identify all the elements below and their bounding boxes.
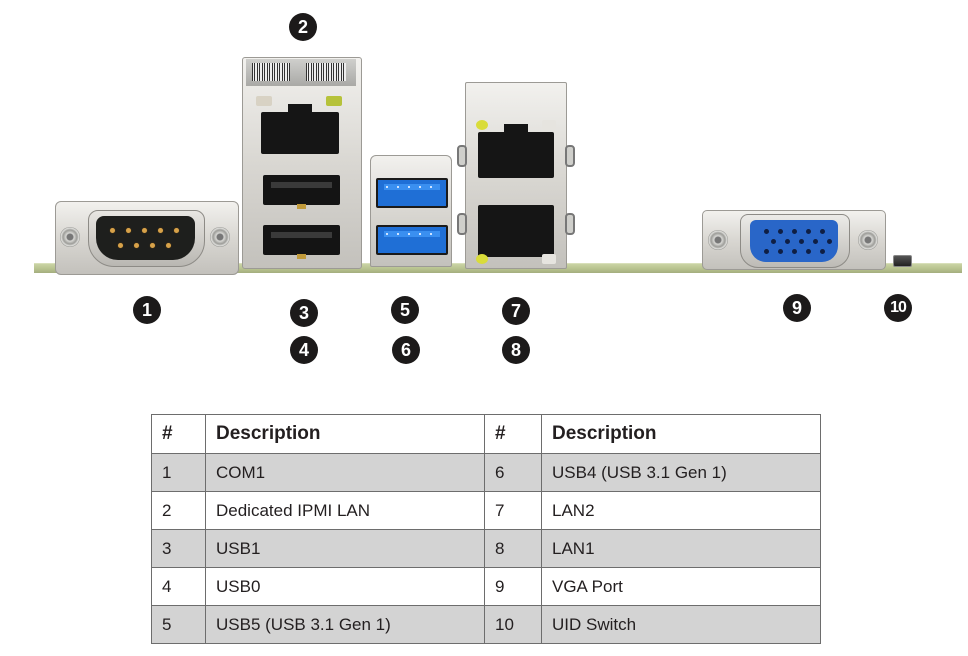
lan1-jack bbox=[478, 205, 554, 257]
barcode-icon bbox=[252, 63, 290, 81]
callout-2: 2 bbox=[289, 13, 317, 41]
callout-3: 3 bbox=[290, 299, 318, 327]
cell-number: 7 bbox=[484, 491, 542, 530]
table-row: 2 Dedicated IPMI LAN 7 LAN2 bbox=[151, 491, 821, 530]
table-row: 3 USB1 8 LAN1 bbox=[151, 529, 821, 568]
cell-number: 10 bbox=[484, 605, 542, 644]
cell-number: 1 bbox=[151, 453, 206, 492]
cell-description: USB4 (USB 3.1 Gen 1) bbox=[541, 453, 821, 492]
clip-icon bbox=[457, 145, 467, 167]
usb5-port bbox=[376, 178, 448, 208]
clip-icon bbox=[565, 213, 575, 235]
usb0-port bbox=[263, 225, 340, 259]
header-description: Description bbox=[205, 414, 485, 454]
callout-9: 9 bbox=[783, 294, 811, 322]
screw-icon bbox=[858, 230, 878, 250]
cell-number: 9 bbox=[484, 567, 542, 606]
table-row: 4 USB0 9 VGA Port bbox=[151, 567, 821, 606]
cell-description: COM1 bbox=[205, 453, 485, 492]
cell-description: LAN2 bbox=[541, 491, 821, 530]
com1-face bbox=[96, 216, 195, 260]
led-icon bbox=[542, 120, 556, 130]
header-number: # bbox=[484, 414, 542, 454]
led-icon bbox=[326, 96, 342, 106]
cell-description: Dedicated IPMI LAN bbox=[205, 491, 485, 530]
cell-description: LAN1 bbox=[541, 529, 821, 568]
callout-4: 4 bbox=[290, 336, 318, 364]
led-icon bbox=[256, 96, 272, 106]
cell-description: USB1 bbox=[205, 529, 485, 568]
usb1-port bbox=[263, 175, 340, 209]
cell-description: USB5 (USB 3.1 Gen 1) bbox=[205, 605, 485, 644]
ipmi-lan-jack bbox=[261, 104, 339, 154]
label-band bbox=[246, 59, 356, 86]
vga-face bbox=[750, 220, 838, 262]
barcode-icon bbox=[306, 63, 346, 81]
cell-description: VGA Port bbox=[541, 567, 821, 606]
led-icon bbox=[542, 254, 556, 264]
header-description: Description bbox=[541, 414, 821, 454]
port-description-table: # Description # Description 1 COM1 6 USB… bbox=[151, 414, 821, 644]
table-row: 5 USB5 (USB 3.1 Gen 1) 10 UID Switch bbox=[151, 605, 821, 644]
cell-number: 6 bbox=[484, 453, 542, 492]
table-row: 1 COM1 6 USB4 (USB 3.1 Gen 1) bbox=[151, 453, 821, 492]
cell-number: 2 bbox=[151, 491, 206, 530]
callout-7: 7 bbox=[502, 297, 530, 325]
clip-icon bbox=[457, 213, 467, 235]
table-header-row: # Description # Description bbox=[151, 414, 821, 454]
led-icon bbox=[476, 254, 488, 264]
cell-number: 8 bbox=[484, 529, 542, 568]
usb4-port bbox=[376, 225, 448, 255]
screw-icon bbox=[60, 227, 80, 247]
cell-number: 3 bbox=[151, 529, 206, 568]
callout-6: 6 bbox=[392, 336, 420, 364]
cell-number: 4 bbox=[151, 567, 206, 606]
callout-5: 5 bbox=[391, 296, 419, 324]
cell-description: USB0 bbox=[205, 567, 485, 606]
cell-number: 5 bbox=[151, 605, 206, 644]
clip-icon bbox=[565, 145, 575, 167]
uid-switch bbox=[893, 255, 912, 267]
header-number: # bbox=[151, 414, 206, 454]
lan2-jack bbox=[478, 124, 554, 178]
callout-1: 1 bbox=[133, 296, 161, 324]
led-icon bbox=[476, 120, 488, 130]
screw-icon bbox=[708, 230, 728, 250]
callout-8: 8 bbox=[502, 336, 530, 364]
callout-10: 10 bbox=[884, 294, 912, 322]
screw-icon bbox=[210, 227, 230, 247]
cell-description: UID Switch bbox=[541, 605, 821, 644]
